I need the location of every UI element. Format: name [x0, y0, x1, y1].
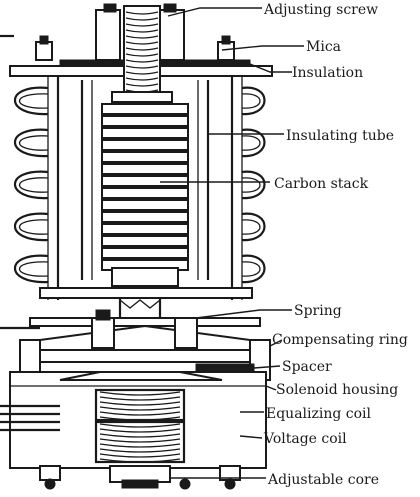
spring-plate	[29, 317, 261, 327]
carbon-disc	[101, 139, 189, 151]
cooling-fin	[241, 254, 266, 284]
carbon-disc	[101, 199, 189, 211]
carbon-disc	[101, 211, 189, 223]
label-group: Adjusting screw Mica Insulation Insulati…	[263, 2, 408, 488]
spring-assembly	[29, 298, 261, 351]
carbon-disc	[101, 223, 189, 235]
label-mica: Mica	[306, 39, 341, 55]
cooling-fin	[241, 86, 266, 116]
label-carbon-stack: Carbon stack	[274, 176, 369, 192]
label-compensating-ring: Compensating ring	[272, 332, 408, 348]
lower-plate	[39, 287, 253, 299]
carbon-disc	[101, 187, 189, 199]
carbon-stack	[101, 103, 189, 287]
lead-wires	[0, 34, 60, 432]
carbon-disc	[101, 235, 189, 247]
label-spring: Spring	[294, 303, 342, 319]
cooling-fin	[14, 212, 49, 242]
cooling-fin	[14, 254, 49, 284]
spacer	[195, 363, 255, 373]
adjusting-screw	[95, 3, 185, 103]
voltage-coil	[94, 420, 186, 464]
compensating-ring	[19, 339, 271, 381]
cooling-fin	[241, 128, 266, 158]
carbon-disc	[101, 103, 189, 115]
label-equalizing-coil: Equalizing coil	[266, 406, 372, 422]
carbon-disc	[101, 115, 189, 127]
insulating-tube	[80, 80, 210, 280]
label-adjustable-core: Adjustable core	[267, 472, 379, 488]
label-insulation: Insulation	[292, 65, 363, 81]
top-bolts	[35, 35, 235, 61]
cooling-fin	[241, 212, 266, 242]
label-insulating-tube: Insulating tube	[286, 128, 394, 144]
carbon-disc	[101, 175, 189, 187]
adjustable-core	[39, 465, 241, 490]
carbon-disc	[101, 151, 189, 163]
label-solenoid-housing: Solenoid housing	[276, 382, 398, 398]
left-cooling-fins	[14, 86, 49, 284]
cooling-fin	[14, 170, 49, 200]
equalizing-coil	[94, 388, 186, 422]
label-adjusting-screw: Adjusting screw	[263, 2, 378, 18]
carbon-disc	[101, 127, 189, 139]
label-spacer: Spacer	[282, 359, 332, 375]
right-cooling-fins	[241, 86, 266, 284]
leader-lines	[160, 7, 304, 479]
label-voltage-coil: Voltage coil	[263, 431, 347, 447]
cooling-fin	[241, 170, 266, 200]
cooling-fin	[14, 128, 49, 158]
carbon-disc	[101, 247, 189, 259]
cooling-fin	[14, 86, 49, 116]
carbon-disc	[101, 163, 189, 175]
